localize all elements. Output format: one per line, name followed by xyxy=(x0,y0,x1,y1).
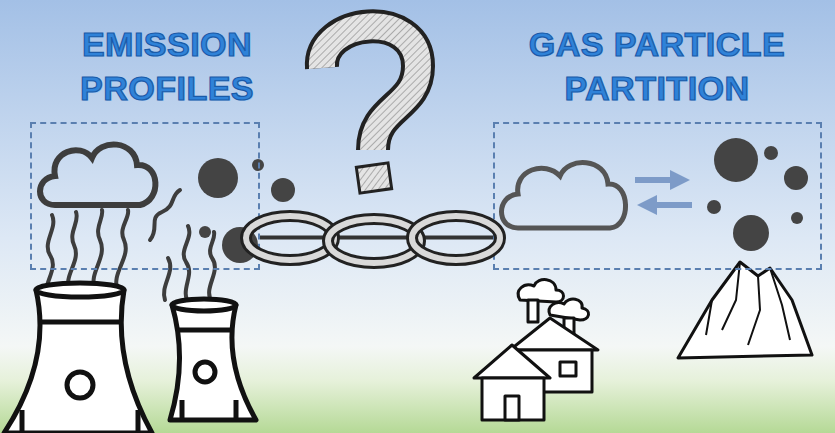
tower-window xyxy=(195,362,215,382)
question-dot xyxy=(356,163,391,193)
mountain xyxy=(678,262,812,358)
emission-cloud xyxy=(40,144,155,205)
arrow-head xyxy=(670,170,690,190)
particle xyxy=(733,215,769,251)
chimney-smoke xyxy=(518,280,563,302)
arrow-shaft xyxy=(655,202,692,208)
houses xyxy=(474,280,598,420)
tower-small xyxy=(170,305,256,420)
tower-leg xyxy=(234,400,239,420)
tower-window xyxy=(67,372,93,398)
arrow-head xyxy=(637,195,657,215)
particle xyxy=(198,158,238,198)
particle xyxy=(714,138,758,182)
particles-left xyxy=(198,158,295,263)
smoke xyxy=(68,212,77,292)
cloud-outline xyxy=(40,144,155,205)
particle xyxy=(764,146,778,160)
chain-link xyxy=(412,216,500,260)
tower-leg xyxy=(180,400,185,420)
chimney xyxy=(528,300,538,322)
particle xyxy=(791,212,803,224)
smoke xyxy=(93,210,102,290)
mountain-ridges xyxy=(706,262,790,345)
door xyxy=(505,396,519,420)
particle xyxy=(222,227,258,263)
question-mark xyxy=(322,26,418,193)
chain-link xyxy=(328,219,420,263)
tower-band xyxy=(178,328,232,333)
window xyxy=(560,362,576,376)
dashed-box: GAS PARTICLE PARTITION xyxy=(493,122,822,270)
chain-link xyxy=(246,216,334,260)
chain-links xyxy=(246,216,500,263)
equilibrium-arrows xyxy=(635,170,692,215)
chain-link-inner xyxy=(412,216,500,260)
smoke xyxy=(164,258,170,300)
roof xyxy=(510,318,598,350)
dashed-box: EMISSION PROFILES xyxy=(30,122,260,270)
particle xyxy=(252,159,264,171)
tower-rim xyxy=(172,299,236,311)
house-wall xyxy=(482,378,544,420)
particle xyxy=(784,166,808,190)
tower-leg xyxy=(20,410,25,433)
box-heading: GAS PARTICLE PARTITION xyxy=(507,22,807,110)
cooling-towers xyxy=(4,283,256,433)
mountain-outline xyxy=(678,262,812,358)
arrow-shaft xyxy=(635,177,672,183)
chain-link-inner xyxy=(246,216,334,260)
smoke xyxy=(209,232,215,302)
smoke xyxy=(150,190,180,240)
question-outline xyxy=(322,26,418,150)
smoke xyxy=(116,210,128,292)
box-heading: EMISSION PROFILES xyxy=(57,22,277,110)
particles-right xyxy=(707,138,808,251)
tower-leg xyxy=(136,410,141,433)
question-fill xyxy=(322,26,418,150)
tower-band xyxy=(42,320,120,325)
chain-link-inner xyxy=(328,219,420,263)
particle xyxy=(707,200,721,214)
tower-rim xyxy=(36,283,124,297)
gas-cloud xyxy=(502,163,626,228)
smoke xyxy=(184,226,190,305)
chain-connector xyxy=(260,235,493,239)
particle xyxy=(199,226,211,238)
tower-large xyxy=(4,290,152,433)
roof xyxy=(474,345,550,378)
particle xyxy=(271,178,295,202)
